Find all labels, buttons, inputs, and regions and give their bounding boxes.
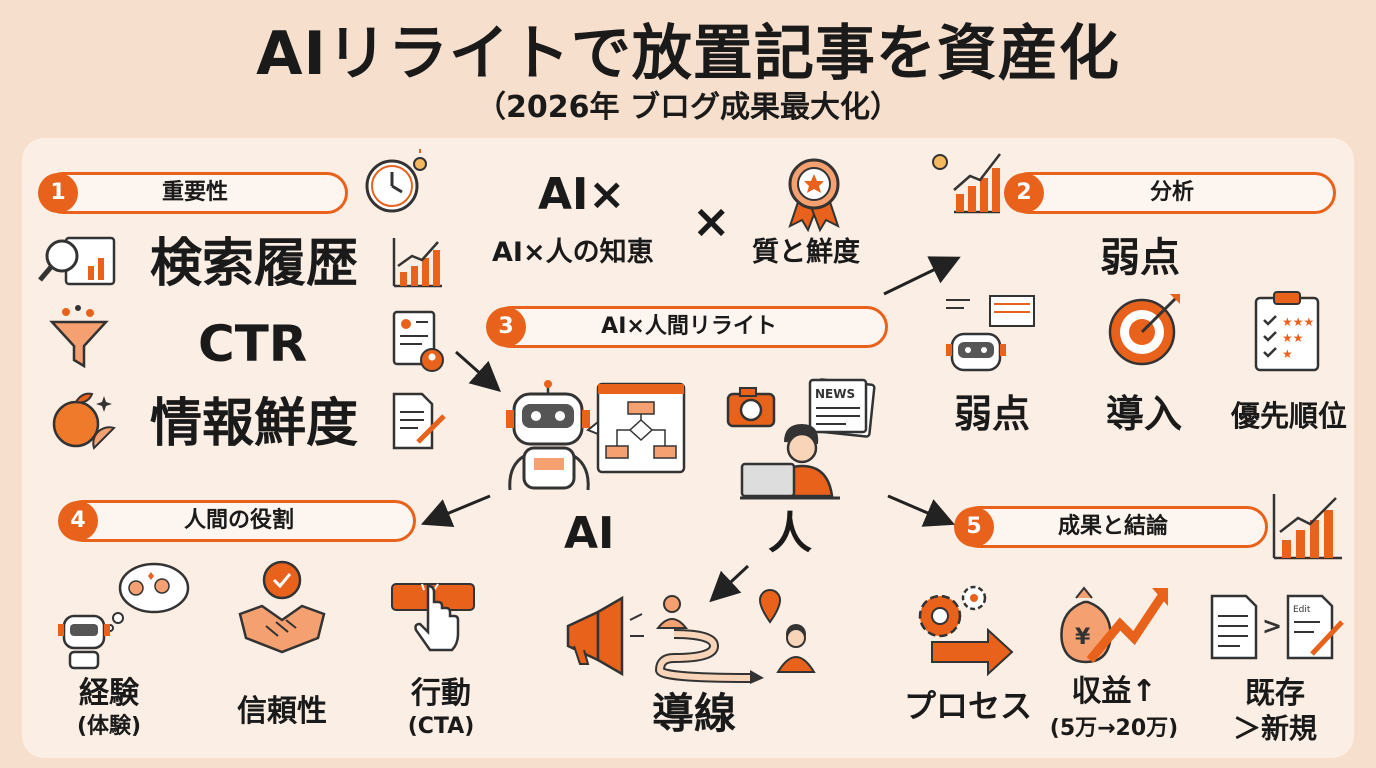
result-existing: 既存 — [1245, 676, 1305, 711]
ai-label: AI — [564, 508, 615, 559]
profile-document-icon — [392, 310, 444, 372]
importance-item-ctr: CTR — [198, 315, 308, 373]
svg-text:¥: ¥ — [1075, 625, 1091, 650]
conversion-path-label: 導線 — [652, 689, 737, 738]
page-title: AIリライトで放置記事を資産化 — [256, 19, 1120, 89]
arrow-to-rewrite — [455, 350, 501, 392]
arrow-to-human-role — [420, 494, 491, 527]
result-revenue-sub: (5万→20万) — [1049, 716, 1179, 741]
robot-data-icon — [946, 295, 1035, 372]
section-5-label: 成果と結論 — [1057, 514, 1168, 539]
section-2-number: 2 — [1004, 173, 1044, 213]
funnel-icon — [49, 305, 109, 369]
section-3-label: AI×人間リライト — [601, 314, 777, 339]
page-subtitle: （2026年 ブログ成果最大化） — [476, 90, 900, 125]
newspaper-text: NEWS — [815, 387, 855, 401]
analysis-item-priority: 優先順位 — [1230, 399, 1347, 433]
gear-process-icon — [918, 585, 1014, 677]
importance-item-search-history: 検索履歴 — [150, 234, 359, 294]
flowchart-screen-icon — [586, 382, 686, 474]
checklist-clipboard-icon: ★★★ ★★ ★ — [1254, 291, 1320, 372]
analysis-item-weakness: 弱点 — [953, 392, 1030, 436]
clock-icon — [365, 149, 427, 213]
formula-left: AI×人の知恵 — [492, 237, 654, 268]
lightbulb-chart-icon — [932, 153, 1001, 214]
robot-thinking-icon — [58, 562, 190, 670]
result-existing-sub: ＞新規 — [1232, 712, 1317, 745]
role-action-sub: (CTA) — [407, 714, 475, 739]
formula-right: 質と鮮度 — [752, 237, 860, 268]
section-3-header: AI×人間リライト — [490, 306, 888, 348]
section-1-header: 重要性 — [42, 172, 348, 214]
section-2-header: 分析 — [1008, 172, 1336, 214]
document-edit-icon — [392, 392, 446, 450]
search-analytics-icon — [38, 236, 116, 286]
section-5-header: 成果と結論 — [958, 506, 1268, 548]
svg-text:★★★: ★★★ — [1282, 315, 1314, 329]
arrow-to-analysis — [883, 256, 961, 296]
target-icon — [1108, 294, 1180, 366]
conversion-path-icon — [566, 589, 816, 684]
arrow-to-results — [887, 494, 956, 527]
revenue-up-icon: ¥ — [1060, 586, 1168, 664]
svg-text:★: ★ — [1282, 347, 1293, 361]
role-action: 行動 — [411, 676, 471, 711]
arrow-to-path — [709, 564, 750, 603]
analysis-heading: 弱点 — [1100, 235, 1180, 281]
person-laptop-icon — [740, 424, 840, 500]
result-revenue: 収益↑ — [1071, 674, 1157, 709]
human-label: 人 — [768, 508, 812, 559]
section-1-label: 重要性 — [161, 180, 228, 205]
formula-ai: AI× — [538, 169, 626, 220]
existing-vs-new-icon: > Edit — [1210, 594, 1344, 660]
newspaper-icon: NEWS — [808, 378, 876, 438]
growth-chart-icon — [392, 238, 442, 288]
section-4-number: 4 — [58, 501, 98, 541]
award-badge-icon — [788, 158, 840, 233]
robot-icon — [506, 380, 590, 491]
formula-times: × — [692, 194, 731, 248]
result-process: プロセス — [903, 687, 1032, 725]
analysis-item-intro: 導入 — [1105, 392, 1182, 436]
role-experience-sub: (体験) — [76, 714, 142, 739]
svg-text:>: > — [1262, 612, 1282, 640]
section-4-header: 人間の役割 — [62, 500, 416, 542]
importance-item-freshness: 情報鮮度 — [150, 394, 359, 454]
orange-fruit-icon — [52, 392, 116, 450]
camera-icon — [726, 387, 776, 428]
results-chart-icon — [1272, 494, 1342, 560]
section-5-number: 5 — [954, 507, 994, 547]
section-4-label: 人間の役割 — [183, 508, 294, 533]
section-2-label: 分析 — [1149, 180, 1194, 205]
cta-click-icon — [391, 583, 475, 652]
handshake-award-icon — [238, 560, 326, 654]
svg-text:★★: ★★ — [1282, 331, 1304, 345]
section-3-number: 3 — [486, 307, 526, 347]
edit-label: Edit — [1293, 605, 1311, 615]
section-1-number: 1 — [38, 173, 78, 213]
role-trust: 信頼性 — [237, 694, 327, 729]
role-experience: 経験 — [79, 676, 139, 711]
